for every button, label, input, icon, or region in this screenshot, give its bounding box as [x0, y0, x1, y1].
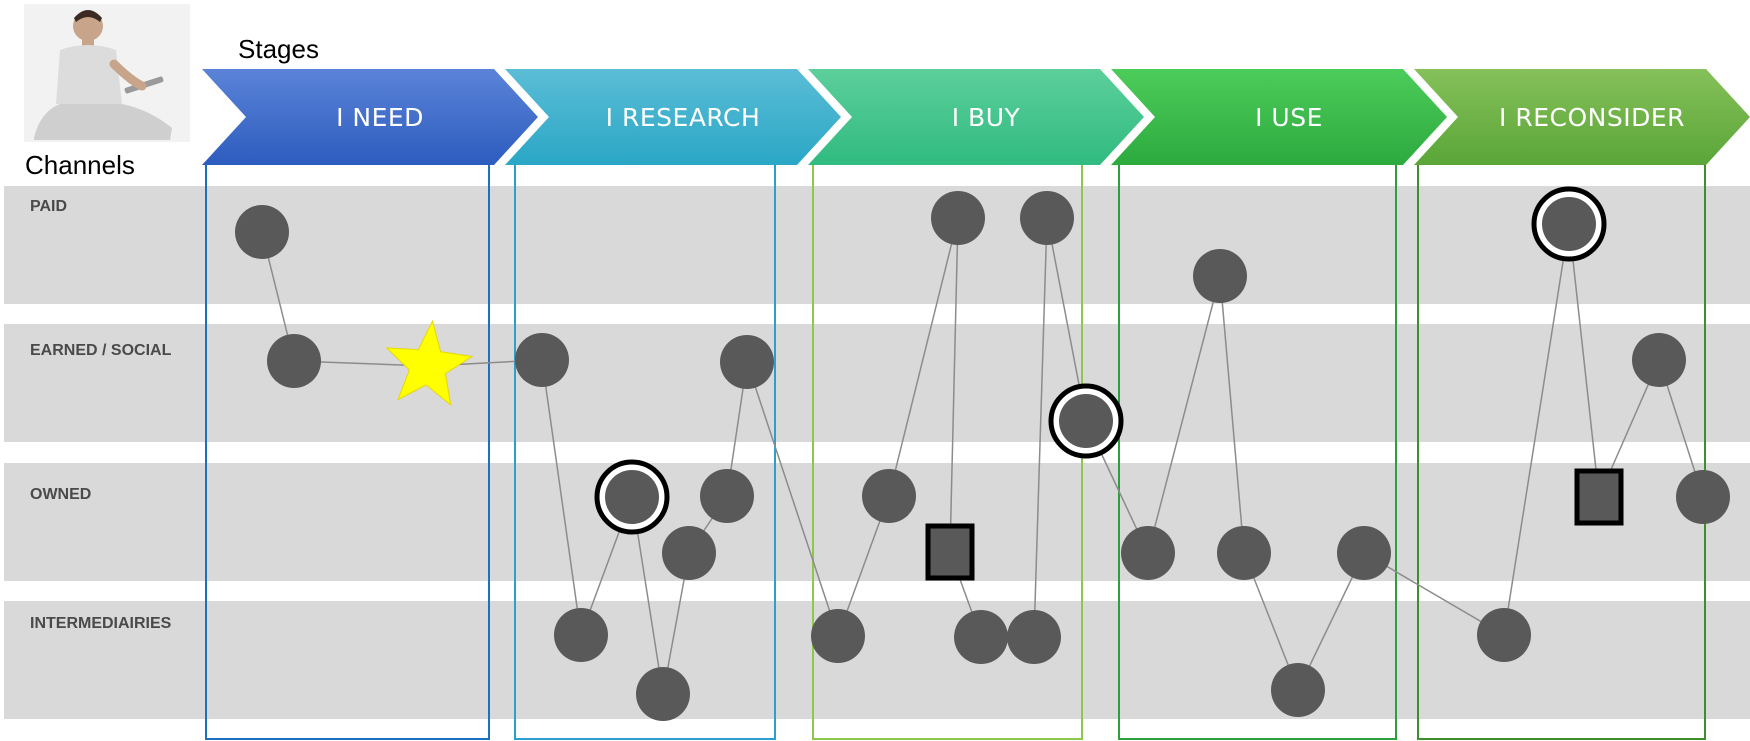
touchpoint-connector [1363, 552, 1505, 636]
touchpoint-node [1477, 608, 1531, 662]
star-touchpoint-icon [385, 319, 474, 407]
touchpoint-node [1337, 526, 1391, 580]
touchpoint-node [720, 335, 774, 389]
channel-label: OWNED [30, 486, 91, 503]
touchpoint-connector [1568, 223, 1600, 498]
touchpoint-node [515, 333, 569, 387]
stage-label: I RESEARCH [606, 103, 761, 132]
touchpoint-node [605, 470, 659, 524]
avatar-person-icon [24, 4, 190, 142]
stage-label: I USE [1255, 103, 1323, 132]
touchpoint-node [235, 205, 289, 259]
channels-heading: Channels [25, 150, 135, 180]
stage-arrow [808, 69, 1144, 165]
touchpoint-connector [746, 361, 839, 637]
channel-label: INTERMEDIAIRIES [30, 615, 172, 632]
touchpoint-connector [1147, 275, 1221, 554]
channel-band-1 [4, 324, 1750, 442]
square-touchpoint [925, 523, 975, 581]
channel-band-0 [4, 186, 1750, 304]
stage-arrow [202, 69, 538, 165]
touchpoint-node [1542, 197, 1596, 251]
touchpoint-node [1193, 249, 1247, 303]
touchpoint-connector [1033, 217, 1048, 638]
touchpoint-connector [949, 217, 959, 553]
stage-label: I BUY [952, 103, 1021, 132]
touchpoint-node [1676, 470, 1730, 524]
touchpoint-node [662, 526, 716, 580]
channel-label: PAID [30, 198, 67, 215]
touchpoint-node [954, 610, 1008, 664]
touchpoint-node [1632, 333, 1686, 387]
touchpoint-node [1271, 663, 1325, 717]
stage-arrow [505, 69, 841, 165]
square-touchpoint [1574, 468, 1624, 526]
touchpoint-node [636, 667, 690, 721]
channel-label: EARNED / SOCIAL [30, 342, 172, 359]
touchpoint-connector [888, 217, 959, 497]
touchpoint-node [554, 608, 608, 662]
touchpoint-node [700, 469, 754, 523]
touchpoint-connector [541, 359, 582, 636]
stages-heading: Stages [238, 34, 319, 64]
channel-band-3 [4, 601, 1750, 719]
touchpoint-node [931, 191, 985, 245]
touchpoint-node [267, 334, 321, 388]
touchpoint-node [1059, 394, 1113, 448]
stage-arrow [1414, 69, 1750, 165]
touchpoint-node [1020, 191, 1074, 245]
touchpoint-node [811, 609, 865, 663]
touchpoint-node [1217, 526, 1271, 580]
touchpoint-connector [1503, 223, 1570, 636]
stage-label: I NEED [336, 103, 424, 132]
stage-label: I RECONSIDER [1499, 103, 1685, 132]
touchpoint-node [1121, 526, 1175, 580]
touchpoint-node [862, 469, 916, 523]
stage-arrow [1111, 69, 1447, 165]
touchpoint-connector [1219, 275, 1245, 554]
touchpoint-node [1007, 610, 1061, 664]
